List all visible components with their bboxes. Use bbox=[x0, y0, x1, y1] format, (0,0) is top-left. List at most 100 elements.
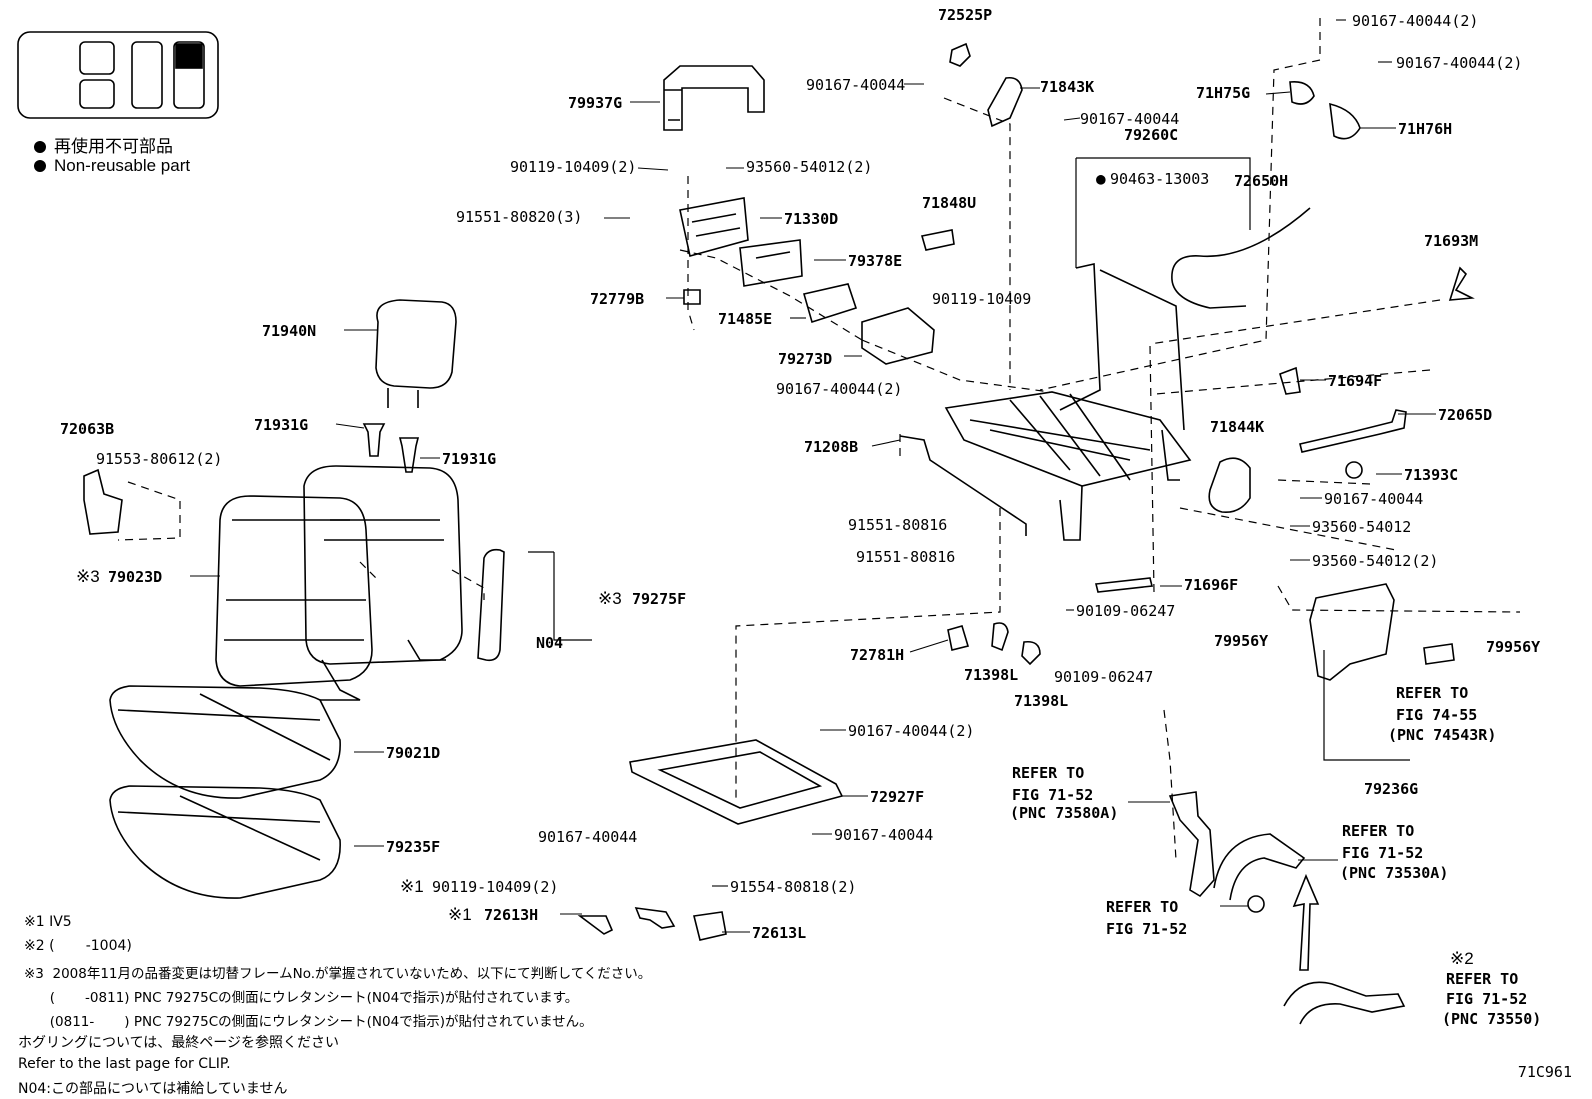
bracket-72525P-shape bbox=[949, 42, 971, 67]
label-90119-10409: 90119-10409 bbox=[932, 290, 1031, 308]
belt-73580A-shape bbox=[1168, 791, 1215, 898]
label-71931G-a: 71931G bbox=[254, 416, 308, 434]
non-reusable-dot-icon bbox=[34, 160, 46, 172]
label-71485E: 71485E bbox=[718, 310, 772, 328]
label-71398L-a: 71398L bbox=[964, 666, 1018, 684]
cover-79236G-shape bbox=[1309, 583, 1395, 681]
refer1-line1: REFER TO bbox=[1396, 684, 1468, 702]
cable-71208B-shape bbox=[899, 435, 1027, 536]
note-4: ( -0811) PNC 79275Cの側面にウレタンシート(N04で指示)が貼… bbox=[24, 990, 579, 1006]
note-7: Refer to the last page for CLIP. bbox=[18, 1056, 231, 1072]
mark-3a: ※3 bbox=[76, 567, 100, 586]
label-90109-06247-a: 90109-06247 bbox=[1076, 602, 1175, 620]
refer2-line1: REFER TO bbox=[1012, 764, 1084, 782]
seat-cushion-cover-shape bbox=[109, 785, 341, 899]
refer5-line1: REFER TO bbox=[1446, 970, 1518, 988]
headrest-shape bbox=[375, 299, 457, 408]
legend-jp: 再使用不可部品 bbox=[34, 132, 173, 157]
label-90109-06247-b: 90109-06247 bbox=[1054, 668, 1153, 686]
label-71H75G: 71H75G bbox=[1196, 84, 1250, 102]
label-91551-80820-3: 91551-80820(3) bbox=[456, 208, 582, 226]
note-6: ホグリングについては、最終ページを参照ください bbox=[18, 1035, 340, 1051]
bracket-71398L-b-shape bbox=[1021, 640, 1041, 666]
label-79275F: 79275F bbox=[632, 590, 686, 608]
label-90167-40044-d: 90167-40044 bbox=[538, 828, 637, 846]
headrest-guide-a-shape bbox=[362, 423, 386, 457]
refer5-line2: FIG 71-52 bbox=[1446, 990, 1527, 1008]
refer5-line3: (PNC 73550) bbox=[1442, 1010, 1541, 1028]
clip-71H76H-shape bbox=[1329, 102, 1361, 140]
label-71393C: 71393C bbox=[1404, 466, 1458, 484]
seat-cushion-pad-shape bbox=[109, 685, 341, 799]
seat-position-icon bbox=[17, 31, 219, 119]
figure-code: 71C961 bbox=[1517, 1063, 1572, 1081]
bracket-72613L-shape bbox=[693, 911, 727, 941]
label-79956Y-a: 79956Y bbox=[1214, 632, 1268, 650]
latch-71694F-shape bbox=[1279, 366, 1301, 395]
bolt-shape bbox=[1247, 895, 1265, 913]
label-72065D: 72065D bbox=[1438, 406, 1492, 424]
label-72525P: 72525P bbox=[938, 6, 992, 24]
label-72927F: 72927F bbox=[870, 788, 924, 806]
arrow-shape bbox=[634, 907, 676, 929]
up-arrow-shape bbox=[1292, 873, 1320, 971]
seatback-pad-shape bbox=[303, 465, 463, 665]
refer3-line2: FIG 71-52 bbox=[1342, 844, 1423, 862]
label-71940N: 71940N bbox=[262, 322, 316, 340]
label-79956Y-b: 79956Y bbox=[1486, 638, 1540, 656]
seat-frame-shape bbox=[944, 263, 1192, 541]
label-72779B: 72779B bbox=[590, 290, 644, 308]
note-8: N04:この部品については補給していません bbox=[18, 1081, 288, 1097]
tag-74543R-shape bbox=[1423, 643, 1455, 665]
mark-1a: ※1 bbox=[400, 877, 424, 896]
plate-79273D-shape bbox=[861, 307, 935, 365]
label-93560-54012-2a: 93560-54012(2) bbox=[746, 158, 872, 176]
seatback-cover-shape bbox=[215, 495, 373, 701]
label-91551-80816-a: 91551-80816 bbox=[848, 516, 947, 534]
bracket-71330D-shape bbox=[679, 197, 749, 257]
label-91551-80816-b: 91551-80816 bbox=[856, 548, 955, 566]
label-90167-40044-a: 90167-40044 bbox=[806, 76, 905, 94]
mark-3b: ※3 bbox=[598, 589, 622, 608]
pad-71848U-shape bbox=[920, 229, 955, 251]
bracket-71485E-shape bbox=[802, 283, 858, 324]
label-71843K: 71843K bbox=[1040, 78, 1094, 96]
refer3-line1: REFER TO bbox=[1342, 822, 1414, 840]
refer1-line2: FIG 74-55 bbox=[1396, 706, 1477, 724]
ring-71393C-shape bbox=[1345, 461, 1363, 479]
hinge-cover-shape bbox=[1208, 457, 1251, 514]
refer3-line3: (PNC 73530A) bbox=[1340, 864, 1448, 882]
cable-72650H-shape bbox=[1171, 207, 1311, 309]
refer2-line3: (PNC 73580A) bbox=[1010, 804, 1118, 822]
cap-72779B-shape bbox=[683, 289, 701, 305]
bracket-71693M-shape bbox=[1448, 266, 1475, 301]
label-90167-40044-c: 90167-40044 bbox=[1324, 490, 1423, 508]
mark-2: ※2 bbox=[1450, 949, 1474, 968]
label-90167-40044-b: 90167-40044 bbox=[1080, 110, 1179, 128]
label-90167-40044-2c: 90167-40044(2) bbox=[776, 380, 902, 398]
refer4-line2: FIG 71-52 bbox=[1106, 920, 1187, 938]
note-2: ※2 ( -1004) bbox=[24, 938, 132, 954]
belt-73550-shape bbox=[1283, 981, 1406, 1025]
label-72781H: 72781H bbox=[850, 646, 904, 664]
label-79273D: 79273D bbox=[778, 350, 832, 368]
note-1: ※1 IV5 bbox=[24, 914, 72, 930]
bracket-71398L-a-shape bbox=[991, 622, 1009, 652]
refer4-line1: REFER TO bbox=[1106, 898, 1178, 916]
label-90463-13003: 90463-13003 bbox=[1110, 170, 1209, 188]
label-71208B: 71208B bbox=[804, 438, 858, 456]
label-79236G: 79236G bbox=[1364, 780, 1418, 798]
label-N04: N04 bbox=[536, 634, 563, 652]
label-91554-80818-2: 91554-80818(2) bbox=[730, 878, 856, 896]
clip-72781H-shape bbox=[947, 625, 970, 651]
label-71848U: 71848U bbox=[922, 194, 976, 212]
note-3: ※3 2008年11月の品番変更は切替フレームNo.が掌握されていないため、以下… bbox=[24, 966, 652, 982]
label-90119-10409-2b: 90119-10409(2) bbox=[432, 878, 558, 896]
bracket-72063B-shape bbox=[83, 468, 123, 535]
label-72613H: 72613H bbox=[484, 906, 538, 924]
refer2-line2: FIG 71-52 bbox=[1012, 786, 1093, 804]
label-71H76H: 71H76H bbox=[1398, 120, 1452, 138]
label-79378E: 79378E bbox=[848, 252, 902, 270]
label-71398L-b: 71398L bbox=[1014, 692, 1068, 710]
